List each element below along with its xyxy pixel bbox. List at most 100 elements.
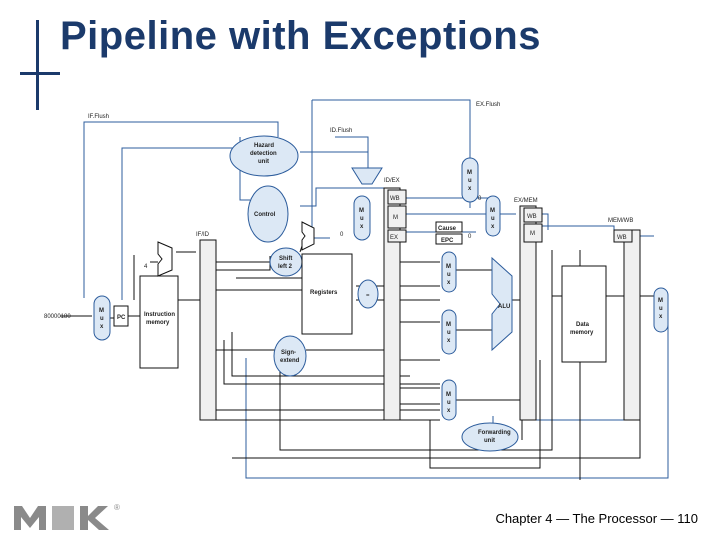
ex-mem-register (519, 205, 537, 421)
id-mux-u: u (360, 216, 364, 222)
regdst-mux-x: x (447, 408, 451, 414)
ex-mem-wb-field (523, 207, 543, 223)
control-zero-mux (351, 167, 383, 185)
ex-mem-m: M (530, 231, 535, 237)
id-ex-register (383, 187, 401, 421)
logo-text: MK (14, 502, 16, 503)
alu-b-mux-u: u (447, 330, 451, 336)
equal-label: = (366, 293, 370, 299)
constant-zero-flush: 0 (478, 196, 482, 202)
if-id-label: IF/ID (196, 232, 210, 238)
sign-extend-line-1: Sign- (281, 350, 296, 356)
forwarding-line-2: unit (484, 438, 495, 444)
if-flush-label: IF.Flush (88, 114, 109, 120)
alu-a-mux (441, 251, 457, 293)
wb-mux-m: M (658, 298, 663, 304)
alu (491, 256, 513, 352)
hazard-line-1: Hazard (254, 143, 274, 149)
alu-b-mux-m: M (446, 322, 451, 328)
hazard-detection-unit (229, 135, 299, 177)
slide-footer: Chapter 4 — The Processor — 110 (495, 511, 698, 526)
pc-mux-x: x (100, 324, 104, 330)
alu-label: ALU (498, 304, 510, 310)
control-label: Control (254, 212, 276, 218)
ex-flush-mux (461, 157, 479, 203)
control-unit (247, 185, 289, 243)
equal-comparator (357, 279, 379, 309)
dmem-line-1: Data (576, 322, 590, 328)
ex-mux-m: M (490, 208, 495, 214)
pipeline-registers (199, 187, 641, 421)
alu-a-mux-x: x (447, 280, 451, 286)
ex-mux-x: x (491, 224, 495, 230)
imem-line-2: memory (146, 320, 170, 326)
cause-label: Cause (438, 226, 457, 232)
regdst-mux-u: u (447, 400, 451, 406)
flush-mux-u: u (468, 178, 472, 184)
shift-line-1: Shift (279, 256, 292, 262)
epc-box (435, 233, 463, 245)
muxes (93, 157, 669, 421)
data-wires (60, 239, 654, 480)
data-memory-box (561, 265, 607, 363)
ex-mux-u: u (491, 216, 495, 222)
cause-box (435, 221, 463, 233)
shift-line-2: left 2 (278, 264, 293, 270)
adders (157, 221, 315, 277)
pc-box (113, 305, 129, 327)
forwarding-line-1: Forwarding (478, 430, 511, 436)
ex-ctrl-mux (485, 195, 501, 237)
id-mux (353, 195, 371, 241)
registered-mark: ® (114, 503, 120, 512)
id-ex-m-field (387, 205, 407, 229)
id-ex-m: M (393, 215, 398, 221)
mk-logo: ® MK (14, 502, 120, 530)
ex-mem-wb: WB (527, 214, 537, 220)
pc-label: PC (117, 315, 126, 321)
alu-b-mux (441, 309, 457, 355)
branch-adder (301, 221, 315, 251)
id-flush-label: ID.Flush (330, 128, 352, 134)
ex-flush-label: EX.Flush (476, 102, 500, 108)
if-id-register (199, 239, 217, 421)
diagram-labels: IF.Flush ID.Flush EX.Flush Hazard detect… (44, 102, 633, 444)
imem-line-1: Instruction (144, 312, 175, 318)
id-mux-x: x (360, 224, 364, 230)
units (229, 135, 519, 452)
ex-mem-m-field (523, 223, 543, 243)
boxes (113, 221, 607, 369)
constant-zero-id: 0 (340, 232, 344, 238)
id-ex-label: ID/EX (384, 178, 400, 184)
title-accent-vertical-bar (36, 20, 39, 110)
id-ex-ex: EX (390, 235, 398, 241)
flush-mux-x: x (468, 186, 472, 192)
wb-mux-x: x (659, 314, 663, 320)
mem-wb-register (623, 229, 641, 421)
hazard-line-2: detection (250, 151, 277, 157)
regdst-mux-m: M (446, 392, 451, 398)
ex-mem-label: EX/MEM (514, 198, 538, 204)
alu-b-mux-x: x (447, 338, 451, 344)
sign-extend-line-2: extend (280, 358, 300, 364)
instruction-memory-box (139, 275, 179, 369)
mem-wb-label: MEM/WB (608, 218, 633, 224)
registers-box (301, 253, 353, 335)
wb-mux-u: u (659, 306, 663, 312)
id-ex-wb-field (387, 189, 407, 205)
pc-mux (93, 295, 111, 341)
alu-a-mux-m: M (446, 264, 451, 270)
slide-title: Pipeline with Exceptions (60, 14, 541, 58)
id-ex-ex-field (387, 229, 407, 243)
constant-four: 4 (144, 264, 148, 270)
id-ex-wb: WB (390, 196, 400, 202)
pc-mux-u: u (100, 316, 104, 322)
sign-extend-unit (273, 335, 307, 377)
pc-mux-m: M (99, 308, 104, 314)
exception-address: 80000180 (44, 314, 71, 320)
dmem-line-2: memory (570, 330, 594, 336)
title-accent-horizontal-bar (20, 72, 60, 75)
registers-label: Registers (310, 290, 338, 296)
forwarding-unit (461, 422, 519, 452)
reg-dst-mux (441, 379, 457, 421)
